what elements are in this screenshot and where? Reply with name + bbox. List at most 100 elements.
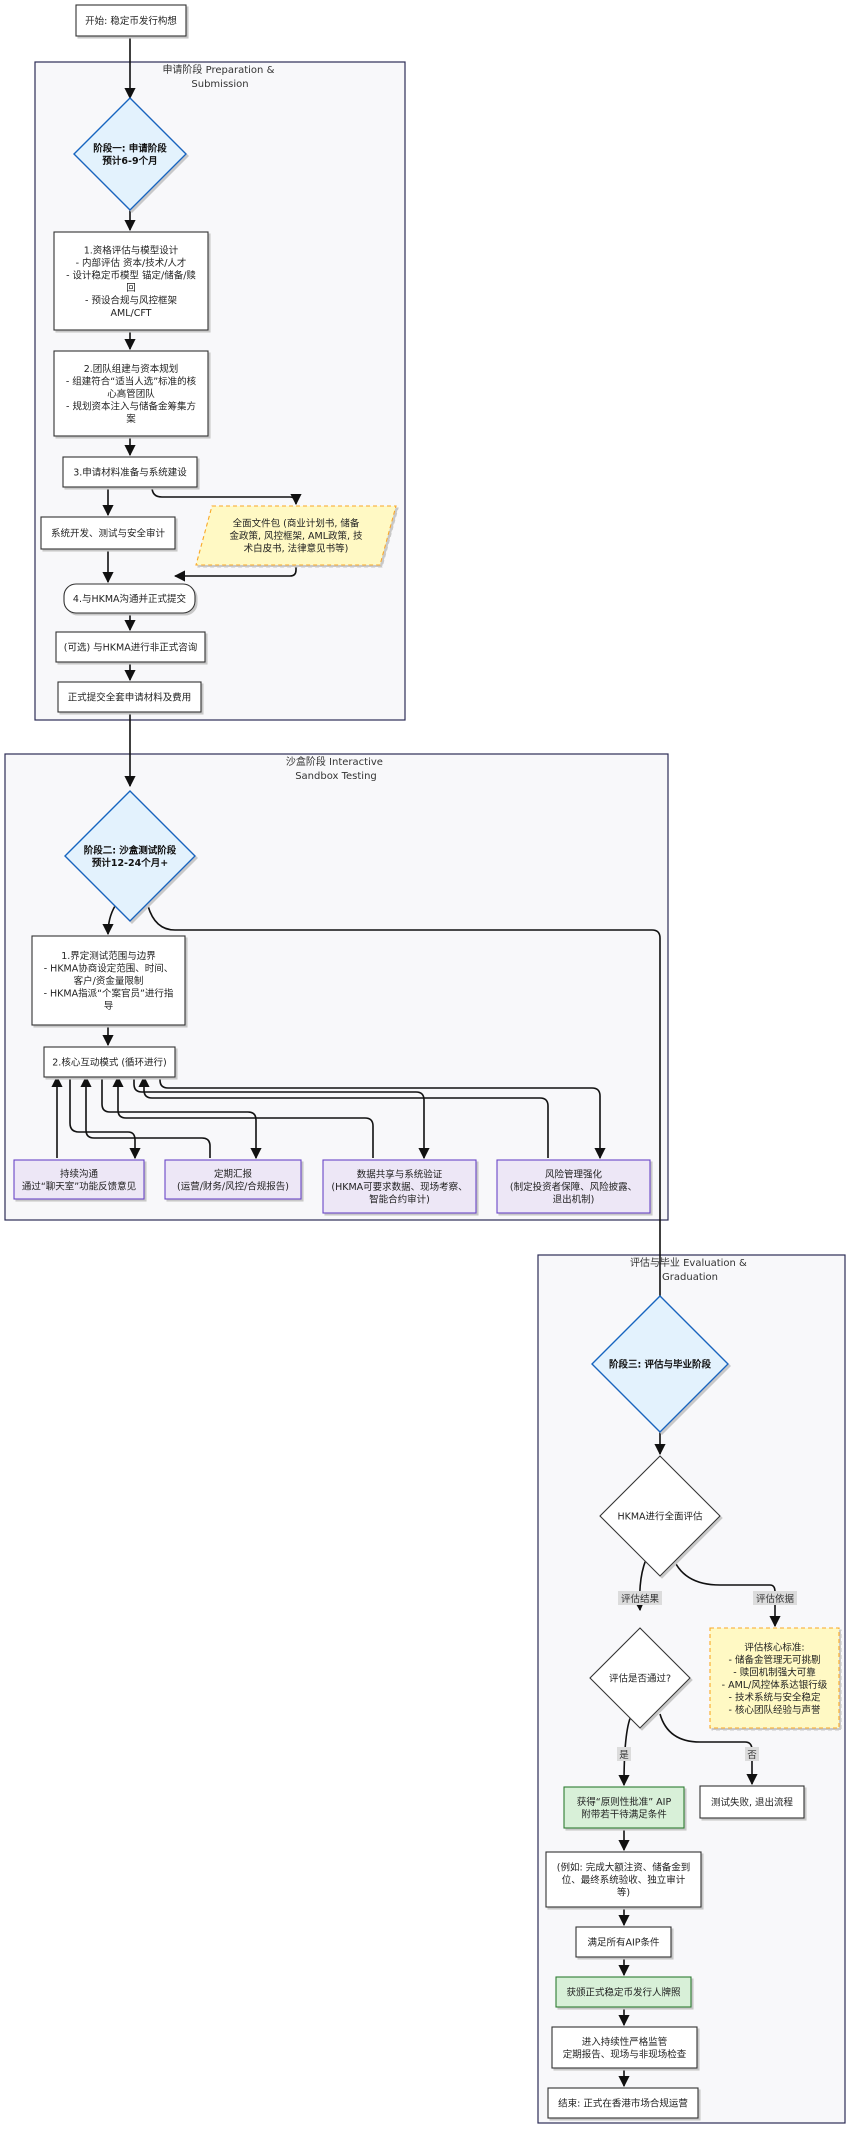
node-pass: 评估是否通过? (589, 1627, 691, 1729)
node-qualify-shape (53, 231, 209, 331)
node-report-label: 定期汇报(运营/财务/风控/合规报告) (177, 1168, 289, 1193)
node-scope: 1.界定测试范围与边界- HKMA协商设定范围、时间、客户/资金量限制- HKM… (31, 935, 186, 1026)
node-ongoing-shape (13, 1159, 145, 1200)
node-docs-label: 全面文件包 (商业计划书, 储备金政策, 风控框架, AML政策, 技术白皮书,… (229, 518, 363, 555)
node-fail: 测试失败, 退出流程 (699, 1785, 805, 1819)
node-aip-shape (563, 1786, 685, 1829)
node-license: 获颁正式稳定币发行人牌照 (555, 1976, 692, 2008)
node-qualify: 1.资格评估与模型设计- 内部评估 资本/技术/人才- 设计稳定币模型 锚定/储… (53, 231, 209, 331)
edge-risk-interact (138, 1075, 549, 1158)
edge-datashare-interact (112, 1075, 374, 1158)
node-risk: 风险管理强化(制定投资者保障、风险披露、退出机制) (496, 1159, 651, 1214)
node-materials: 3.申请材料准备与系统建设 (62, 456, 198, 488)
node-scope-label: 1.界定测试范围与边界- HKMA协商设定范围、时间、客户/资金量限制- HKM… (44, 950, 174, 1012)
node-pass-shape (589, 1627, 691, 1729)
node-phase2-shape (64, 790, 196, 922)
node-interact: 2.核心互动模式 (循环进行) (43, 1046, 176, 1078)
node-docs-shape (195, 505, 397, 566)
node-meetall-shape (575, 1926, 672, 1958)
node-phase1: 阶段一: 申请阶段预计6-9个月 (73, 97, 187, 211)
node-end: 结束: 正式在香港市场合规运营 (547, 2087, 699, 2119)
node-interact-shape (43, 1046, 176, 1078)
edge-interact-ongoing (69, 1077, 141, 1160)
node-datashare: 数据共享与系统验证(HKMA可要求数据、现场考察、智能合约审计) (322, 1159, 477, 1214)
edge-phase2-scope (102, 905, 116, 936)
edge-interact-risk (159, 1077, 606, 1160)
node-sysdev-shape (40, 516, 176, 550)
cluster-preparation-title: 申请阶段 Preparation & Submission (162, 63, 277, 90)
edge-report-interact (80, 1075, 211, 1158)
node-datashare-shape (322, 1159, 477, 1214)
edge-label-yes: 是 (619, 1750, 629, 1761)
edge-interact-datashare (133, 1077, 430, 1160)
node-start-label: 开始: 稳定币发行构想 (85, 15, 177, 27)
node-submit-shape (57, 681, 202, 713)
node-submit: 正式提交全套申请材料及费用 (57, 681, 202, 713)
node-team: 2.团队组建与资本规划- 组建符合“适当人选”标准的核心高管团队- 规划资本注入… (53, 350, 209, 437)
node-datashare-label: 数据共享与系统验证(HKMA可要求数据、现场考察、智能合约审计) (331, 1169, 467, 1206)
node-start: 开始: 稳定币发行构想 (75, 4, 187, 37)
node-sysdev: 系统开发、测试与安全审计 (40, 516, 176, 550)
edge-label-no: 否 (747, 1750, 757, 1761)
node-comm-label: 4.与HKMA沟通并正式提交 (73, 593, 187, 605)
node-phase1-shape (73, 97, 187, 211)
node-qualify-label: 1.资格评估与模型设计- 内部评估 资本/技术/人才- 设计稳定币模型 锚定/储… (66, 244, 196, 319)
node-ongoing-label: 持续沟通通过“聊天室”功能反馈意见 (22, 1168, 136, 1193)
node-comm-shape (63, 583, 196, 614)
node-phase3-shape (591, 1295, 729, 1433)
node-example-label: (例如: 完成大额注资、储备金到位、最终系统验收、独立审计等) (557, 1862, 690, 1899)
edge-interact-report (101, 1077, 262, 1160)
edges (51, 36, 781, 2088)
node-docs: 全面文件包 (商业计划书, 储备金政策, 风控框架, AML政策, 技术白皮书,… (195, 505, 397, 566)
node-phase1-label: 阶段一: 申请阶段预计6-9个月 (93, 142, 167, 167)
node-interact-label: 2.核心互动模式 (循环进行) (52, 1057, 167, 1069)
node-sysdev-label: 系统开发、测试与安全审计 (51, 528, 166, 540)
node-license-shape (555, 1976, 692, 2008)
edge-label-result: 评估结果 (621, 1593, 660, 1605)
node-report: 定期汇报(运营/财务/风控/合规报告) (164, 1159, 302, 1200)
node-license-label: 获颁正式稳定币发行人牌照 (566, 1987, 681, 1999)
node-meetall-label: 满足所有AIP条件 (587, 1937, 660, 1949)
edge-materials-docs (151, 486, 302, 506)
node-supervise: 进入持续性严格监管定期报告、现场与非现场检查 (551, 2026, 698, 2069)
node-team-label: 2.团队组建与资本规划- 组建符合“适当人选”标准的核心高管团队- 规划资本注入… (66, 363, 197, 425)
node-criteria-label: 评估核心标准:- 储备金管理无可挑剔- 赎回机制强大可靠- AML/风控体系达银… (722, 1641, 828, 1716)
node-phase2: 阶段二: 沙盒测试阶段预计12-24个月+ (64, 790, 196, 922)
node-consult: (可选) 与HKMA进行非正式咨询 (55, 631, 206, 663)
node-meetall: 满足所有AIP条件 (575, 1926, 672, 1958)
node-fail-label: 测试失败, 退出流程 (711, 1797, 794, 1809)
node-submit-label: 正式提交全套申请材料及费用 (68, 692, 192, 704)
node-example-shape (545, 1851, 702, 1908)
node-end-shape (547, 2087, 699, 2119)
node-risk-label: 风险管理强化(制定投资者保障、风险披露、退出机制) (510, 1169, 637, 1206)
node-hkmaeval-label: HKMA进行全面评估 (617, 1511, 703, 1523)
node-end-label: 结束: 正式在香港市场合规运营 (558, 2098, 688, 2110)
node-comm: 4.与HKMA沟通并正式提交 (63, 583, 196, 614)
edge-hkmaeval-criteria (671, 1554, 781, 1628)
node-hkmaeval-shape (599, 1455, 721, 1577)
node-risk-shape (496, 1159, 651, 1214)
cluster-sandbox-title: 沙盒阶段 Interactive Sandbox Testing (286, 755, 386, 782)
node-phase3: 阶段三: 评估与毕业阶段 (591, 1295, 729, 1433)
node-start-shape (75, 4, 187, 37)
node-supervise-label: 进入持续性严格监管定期报告、现场与非现场检查 (563, 2036, 687, 2061)
node-phase2-label: 阶段二: 沙盒测试阶段预计12-24个月+ (84, 844, 177, 869)
node-ongoing: 持续沟通通过“聊天室”功能反馈意见 (13, 1159, 145, 1200)
node-scope-shape (31, 935, 186, 1026)
node-hkmaeval: HKMA进行全面评估 (599, 1455, 721, 1577)
edge-label-basis: 评估依据 (756, 1593, 795, 1605)
node-report-shape (164, 1159, 302, 1200)
node-materials-label: 3.申请材料准备与系统建设 (73, 467, 187, 479)
node-materials-shape (62, 456, 198, 488)
node-pass-label: 评估是否通过? (609, 1673, 671, 1685)
node-fail-shape (699, 1785, 805, 1819)
node-supervise-shape (551, 2026, 698, 2069)
edge-phase2-phase3 (147, 905, 666, 1366)
node-phase3-label: 阶段三: 评估与毕业阶段 (609, 1359, 712, 1371)
node-consult-label: (可选) 与HKMA进行非正式咨询 (64, 642, 198, 654)
node-team-shape (53, 350, 209, 437)
edge-labels: 评估结果 评估依据 是 否 (617, 1591, 797, 1761)
